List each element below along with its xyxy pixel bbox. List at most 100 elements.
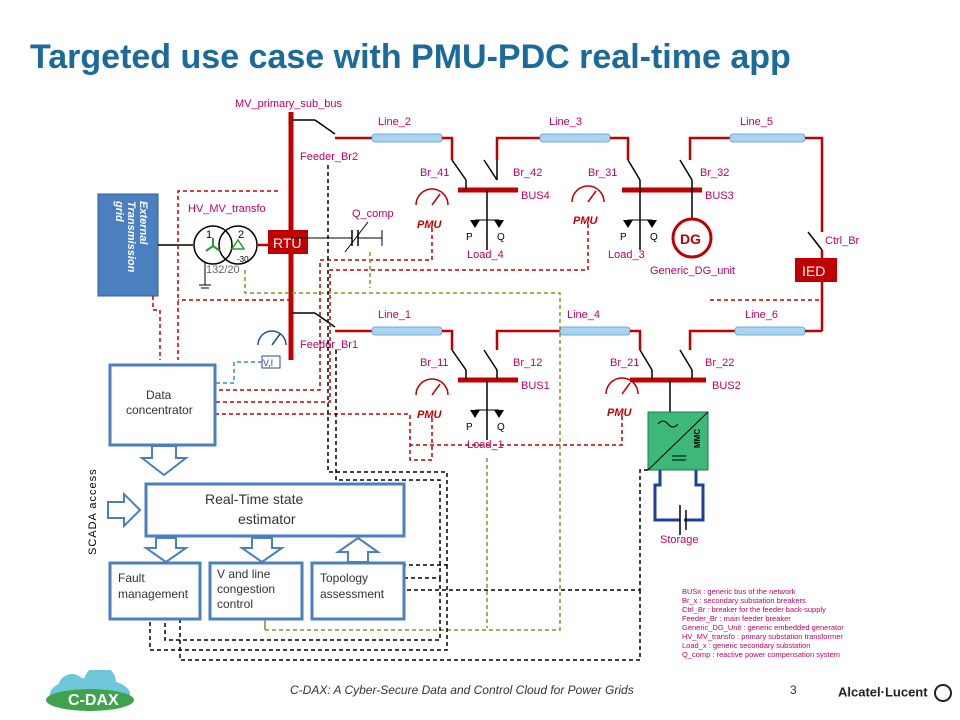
external-grid-label-1: External (137, 201, 149, 245)
mv-primary-bus-label: MV_primary_sub_bus (235, 98, 342, 110)
fault-management-box (108, 561, 202, 621)
line-1-label: Line_1 (378, 309, 411, 321)
data-concentrator-label-2: concentrator (126, 403, 193, 417)
load3-p: P (620, 232, 627, 243)
winding-2-label: 2 (238, 229, 244, 241)
br-22-label: Br_22 (705, 357, 734, 369)
fault-label-2: management (118, 587, 189, 601)
data-concentrator-box (108, 363, 217, 447)
line-4 (559, 326, 631, 336)
winding-1-label: 1 (206, 229, 212, 241)
hv-mv-transfo-label: HV_MV_transfo (188, 203, 266, 215)
legend: BUSx : generic bus of the network Br_x :… (682, 587, 844, 659)
footer: C-DAX (0, 670, 960, 720)
pmu-bus4-label: PMU (417, 219, 443, 231)
arrow-concentrator-estimator (139, 445, 189, 477)
load4-q: Q (497, 232, 505, 243)
topology-label-2: assessment (320, 587, 385, 601)
scada-arrow (107, 491, 142, 529)
line-6 (734, 326, 806, 336)
br-12-label: Br_12 (513, 357, 542, 369)
load3-q: Q (650, 232, 658, 243)
ied-label: IED (802, 263, 825, 279)
bus3-label: BUS3 (705, 190, 734, 202)
pmu-bus2-label: PMU (607, 407, 633, 419)
legend-item: Generic_DG_Unit : generic embedded gener… (682, 623, 844, 632)
pmu-bus1-label: PMU (417, 409, 443, 421)
scada-label: SCADA access (87, 468, 99, 555)
legend-item: BUSx : generic bus of the network (682, 587, 796, 596)
external-grid-box (97, 193, 159, 297)
generic-dg-unit-label: Generic_DG_unit (650, 265, 735, 277)
line-5-label: Line_5 (740, 116, 773, 128)
br-41-label: Br_41 (420, 167, 449, 179)
load-3-label: Load_3 (608, 249, 645, 261)
vline-label-1: V and line (217, 567, 271, 581)
ied-box (795, 258, 837, 282)
line-2-label: Line_2 (378, 116, 411, 128)
topology-assessment-box (310, 561, 406, 621)
br-32-label: Br_32 (700, 167, 729, 179)
legend-item: Load_x : generic secondary substation (682, 641, 810, 650)
vi-label: V,I (263, 358, 273, 368)
arrow-estimator-fault (142, 537, 190, 564)
fault-label-1: Fault (118, 571, 145, 585)
page-title: Targeted use case with PMU-PDC real-time… (30, 38, 791, 76)
line-1 (371, 326, 443, 336)
line-5 (729, 133, 806, 143)
transformer-ratio: 132/20 (206, 264, 240, 276)
pmu-gauge-bus3: PMU (571, 185, 605, 227)
dg-unit (671, 217, 713, 259)
v-line-congestion-box (208, 561, 304, 621)
feeder-br1-label: Feeder_Br1 (300, 339, 358, 351)
legend-item: Ctrl_Br : breaker for the feeder back-su… (682, 605, 826, 614)
line-3-label: Line_3 (549, 116, 582, 128)
phase-label: -30 (237, 255, 249, 264)
real-time-state-estimator-box (144, 482, 406, 538)
page-number: 3 (790, 683, 797, 697)
ctrl-br-label: Ctrl_Br (825, 235, 860, 247)
footer-text: C-DAX: A Cyber-Secure Data and Control C… (290, 683, 634, 697)
storage-label: Storage (660, 534, 699, 546)
load-1-label: Load_1 (467, 439, 504, 451)
transformer-winding-1 (193, 225, 233, 265)
cdax-logo: C-DAX (46, 670, 134, 711)
estimator-label-2: estimator (238, 511, 296, 527)
line-4-label: Line_4 (567, 309, 600, 321)
load1-q: Q (497, 422, 505, 433)
vline-label-2: congestion (217, 582, 275, 596)
line-2 (371, 133, 443, 143)
br-42-label: Br_42 (513, 167, 542, 179)
data-concentrator-label-1: Data (146, 388, 172, 402)
cdax-logo-text: C-DAX (68, 692, 119, 709)
alcatel-lucent-logo: Alcatel·Lucent (838, 684, 953, 702)
bus2-label: BUS2 (712, 380, 741, 392)
br-31-label: Br_31 (588, 167, 617, 179)
estimator-label-1: Real-Time state (205, 491, 304, 507)
pmu-gauge-bus2: PMU (605, 377, 639, 419)
legend-item: HV_MV_transfo : primary substation trans… (682, 632, 843, 641)
dg-label: DG (680, 231, 701, 247)
line-3 (539, 133, 611, 143)
arrow-topology-estimator (334, 536, 382, 563)
pmu-gauge-bus4: PMU (415, 188, 449, 231)
br-21-label: Br_21 (610, 357, 639, 369)
feeder-br2-label: Feeder_Br2 (300, 151, 358, 163)
load-4-label: Load_4 (467, 249, 504, 261)
topology-label-1: Topology (320, 571, 368, 585)
vline-label-3: control (217, 597, 253, 611)
pmu-bus3-label: PMU (573, 215, 599, 227)
br-11-label: Br_11 (420, 357, 449, 369)
alcatel-lucent-text: Alcatel·Lucent (838, 684, 928, 700)
rtu-label: RTU (273, 235, 302, 251)
line-6-label: Line_6 (745, 309, 778, 321)
bus1-label: BUS1 (521, 380, 550, 392)
legend-item: Br_x : secondary substation breakers (682, 596, 806, 605)
legend-item: Q_comp : reactive power compensation sys… (682, 650, 840, 659)
arrow-estimator-vline (238, 537, 286, 564)
external-grid-label-3: grid (113, 200, 125, 222)
external-grid-label-2: Transmission (125, 201, 137, 273)
pmu-gauge-bus1: PMU (415, 378, 449, 421)
load4-p: P (466, 232, 473, 243)
